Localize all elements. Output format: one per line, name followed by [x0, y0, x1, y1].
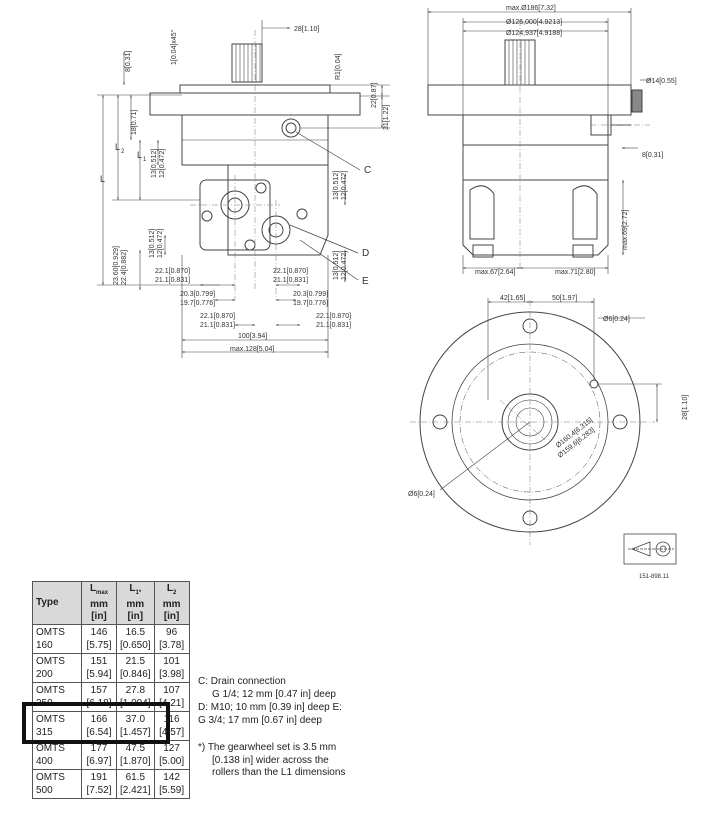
dim-8: 8[0.31]: [125, 51, 132, 72]
table-header-row: Type Lmax mm [in] L1* mm [in] L2 mm [in]: [32, 581, 190, 625]
side-view: [427, 8, 652, 274]
flange-face-view: [410, 298, 662, 545]
dim-22-1a: 22.1[0.870]: [155, 268, 190, 275]
dim-max128: max.128[5.04]: [230, 346, 274, 353]
dim-12c: 12[0.472]: [157, 229, 164, 258]
dim-125: Ø125,000[4.9213]: [506, 19, 562, 26]
front-view: [97, 20, 390, 358]
dim-20-3a: 20.3[0.799]: [180, 291, 215, 298]
dim-13a: 13[0.512]: [151, 149, 158, 178]
dim-19-7a: 19.7[0.776]: [180, 300, 215, 307]
note-c: C: Drain connection G 1/4; 12 mm [0.47 i…: [198, 676, 336, 700]
dim-20-3b: 20.3[0.799]: [293, 291, 328, 298]
callout-e: E: [362, 276, 369, 287]
callout-d: D: [362, 248, 369, 259]
dim-28: 28[1.10]: [294, 26, 319, 33]
dim-12d: 12[0.472]: [341, 251, 348, 280]
label-L2: L: [115, 142, 120, 152]
dim-14: Ø14[0.55]: [646, 78, 677, 85]
dim-31: 31[1.22]: [383, 105, 390, 130]
drawing-number: 151-898.11: [639, 574, 670, 580]
highlight-box: [22, 702, 170, 744]
dim-42: 42[1.65]: [500, 295, 525, 302]
header-l1: L1* mm [in]: [116, 581, 155, 625]
projection-symbol: [623, 533, 677, 565]
dim-max71: max.71[2.80]: [555, 269, 596, 276]
dim-max69: max.69[2.72]: [622, 209, 629, 250]
dim-1x45: 1[0.04]x45°: [170, 29, 178, 65]
header-l2: L2 mm [in]: [153, 581, 190, 625]
dim-13c: 13[0.512]: [149, 229, 156, 258]
dim-28b: 28[1.10]: [682, 395, 689, 420]
dim-6b: Ø6[0.24]: [408, 491, 435, 498]
dim-max67: max.67[2.64]: [475, 269, 516, 276]
dim-R1: R1[0.04]: [335, 53, 342, 80]
dim-100: 100[3.94]: [238, 333, 267, 340]
dim-13d: 13[0.512]: [333, 251, 340, 280]
label-L1: L: [137, 150, 142, 160]
drain-port: [281, 118, 301, 138]
dim-23: 23.60[0.929]: [113, 246, 120, 285]
dim-21-1b: 21.1[0.831]: [273, 277, 308, 284]
dim-22-1d: 22.1[0.870]: [316, 313, 351, 320]
dim-22-1c: 22.1[0.870]: [200, 313, 235, 320]
spec-table: Type Lmax mm [in] L1* mm [in] L2 mm [in]…: [32, 581, 190, 799]
note-gearwheel: *) The gearwheel set is 3.5 mm [0.138 in…: [198, 742, 346, 778]
front-view-labels: 28[1.10] 1[0.04]x45° 8[0.31] R1[0.04] 22…: [100, 26, 390, 353]
dim-21-1a: 21.1[0.831]: [155, 277, 190, 284]
dim-12b: 12[0.472]: [341, 171, 348, 200]
header-type: Type: [32, 581, 82, 625]
dim-max186: max.Ø186[7.32]: [506, 5, 556, 12]
dim-50: 50[1.97]: [552, 295, 577, 302]
dim-21-1d: 21.1[0.831]: [316, 322, 351, 329]
header-lmax: Lmax mm [in]: [81, 581, 117, 625]
dim-19-7b: 19.7[0.776]: [293, 300, 328, 307]
dim-12a: 12[0.472]: [159, 149, 166, 178]
side-view-labels: max.Ø186[7.32] Ø125,000[4.9213] Ø124,937…: [475, 5, 677, 276]
dim-6a: Ø6[0.24]: [603, 316, 630, 323]
dim-124: Ø124,937[4.9188]: [506, 30, 562, 37]
label-L2-sub: 2: [121, 149, 125, 155]
side-flange: [427, 84, 632, 116]
dim-13b: 13[0.512]: [333, 171, 340, 200]
flange-face-labels: 42[1.65] 50[1.97] Ø6[0.24] 28[1.10] Ø160…: [408, 295, 689, 498]
dim-18: 18[0.71]: [131, 110, 138, 135]
dim-8b: 8[0.31]: [642, 152, 663, 159]
label-L1-sub: 1: [143, 157, 147, 163]
note-d-e: D: M10; 10 mm [0.39 in] deep E: G 3/4; 1…: [198, 702, 342, 726]
end-cover: [227, 164, 329, 256]
label-L: L: [100, 174, 105, 184]
dim-22: 22[0.87]: [371, 83, 378, 108]
callout-c: C: [364, 165, 371, 176]
shaft-spline: [231, 43, 263, 83]
dim-22-1b: 22.1[0.870]: [273, 268, 308, 275]
dim-21-1c: 21.1[0.831]: [200, 322, 235, 329]
dim-22-4: 22.4[0.882]: [121, 250, 128, 285]
